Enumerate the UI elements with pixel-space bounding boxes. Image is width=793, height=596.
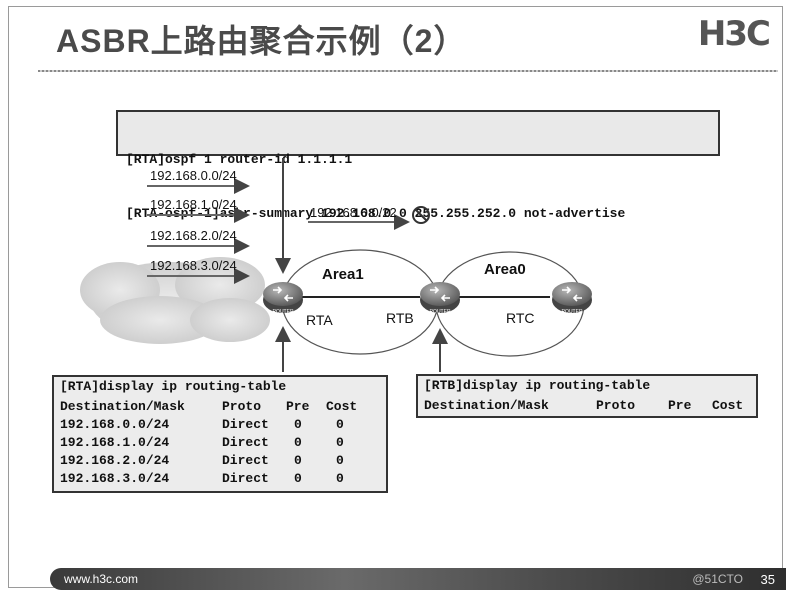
config-line: [RTA-ospf-1]asbr-summary 192.168.0.0 255… (126, 206, 626, 221)
external-network-cloud (80, 257, 270, 344)
router-rtb-icon: ROUTER (420, 282, 460, 315)
page-number: 35 (760, 572, 775, 587)
router-rta-icon: ROUTER (263, 282, 303, 315)
table-cell: 0 (336, 416, 344, 432)
rtb-routing-table: Destination/Mask Proto Pre Cost (424, 396, 743, 414)
table-cell: 192.168.1.0/24 (60, 434, 170, 450)
table-cell: 0 (294, 434, 302, 450)
column-header: Pre (668, 397, 692, 413)
table-cell: 0 (294, 416, 302, 432)
table-header-row: Destination/Mask Proto Pre Cost (424, 396, 743, 414)
column-header: Proto (222, 398, 262, 414)
router-rta-label: RTA (306, 312, 333, 328)
route-label: 192.168.2.0/24 (150, 228, 237, 243)
router-rtc-icon: ROUTER (552, 282, 592, 315)
table-row: 192.168.0.0/24 Direct 0 0 (60, 415, 357, 433)
router-caption: ROUTER (561, 309, 583, 315)
rta-routing-table-box: [RTA]display ip routing-table Destinatio… (52, 375, 388, 493)
prohibited-icon (412, 206, 430, 224)
table-cell: Direct (222, 434, 269, 450)
router-rtb-label: RTB (386, 310, 414, 326)
area1-label: Area1 (322, 266, 364, 283)
rtb-routing-table-box: [RTB]display ip routing-table Destinatio… (416, 374, 758, 418)
router-caption: ROUTER (429, 309, 451, 315)
config-line: [RTA]ospf 1 router-id 1.1.1.1 (126, 152, 353, 167)
watermark: @51CTO (692, 572, 743, 586)
footer-bar (50, 568, 786, 590)
table-header-row: Destination/Mask Proto Pre Cost (60, 397, 357, 415)
rta-routing-table: Destination/Mask Proto Pre Cost 192.168.… (60, 397, 357, 487)
config-command-box: [RTA]ospf 1 router-id 1.1.1.1 [RTA-ospf-… (116, 110, 720, 221)
table-cell: 0 (336, 434, 344, 450)
route-label: 192.168.1.0/24 (150, 197, 237, 212)
table-cell: 0 (294, 470, 302, 486)
table-cell: 192.168.2.0/24 (60, 452, 170, 468)
table-row: 192.168.3.0/24 Direct 0 0 (60, 469, 357, 487)
route-label: 192.168.3.0/24 (150, 258, 237, 273)
table-cell: 0 (336, 452, 344, 468)
area0-label: Area0 (484, 261, 526, 278)
table-cell: 0 (294, 452, 302, 468)
table-cell: Direct (222, 416, 269, 432)
table-cell: Direct (222, 452, 269, 468)
title-divider (38, 70, 778, 72)
column-header: Cost (326, 398, 358, 414)
router-rtc-label: RTC (506, 310, 535, 326)
h3c-logo: H3C (697, 14, 771, 54)
table-cell: 0 (336, 470, 344, 486)
column-header: Pre (286, 398, 310, 414)
slide-title: ASBR上路由聚合示例（2） (56, 23, 467, 59)
rtb-table-command: [RTB]display ip routing-table (424, 378, 651, 393)
route-label: 192.168.0.0/24 (150, 168, 237, 183)
rta-table-command: [RTA]display ip routing-table (60, 379, 287, 394)
column-header: Destination/Mask (60, 398, 185, 414)
footer-url: www.h3c.com (64, 572, 139, 586)
table-cell: Direct (222, 470, 269, 486)
column-header: Destination/Mask (424, 397, 549, 413)
column-header: Proto (596, 397, 636, 413)
router-caption: ROUTER (272, 309, 294, 315)
table-cell: 192.168.3.0/24 (60, 470, 170, 486)
table-cell: 192.168.0.0/24 (60, 416, 170, 432)
table-row: 192.168.1.0/24 Direct 0 0 (60, 433, 357, 451)
summary-route-label: 192.168.0.0/22 (310, 205, 397, 220)
column-header: Cost (712, 397, 744, 413)
table-row: 192.168.2.0/24 Direct 0 0 (60, 451, 357, 469)
